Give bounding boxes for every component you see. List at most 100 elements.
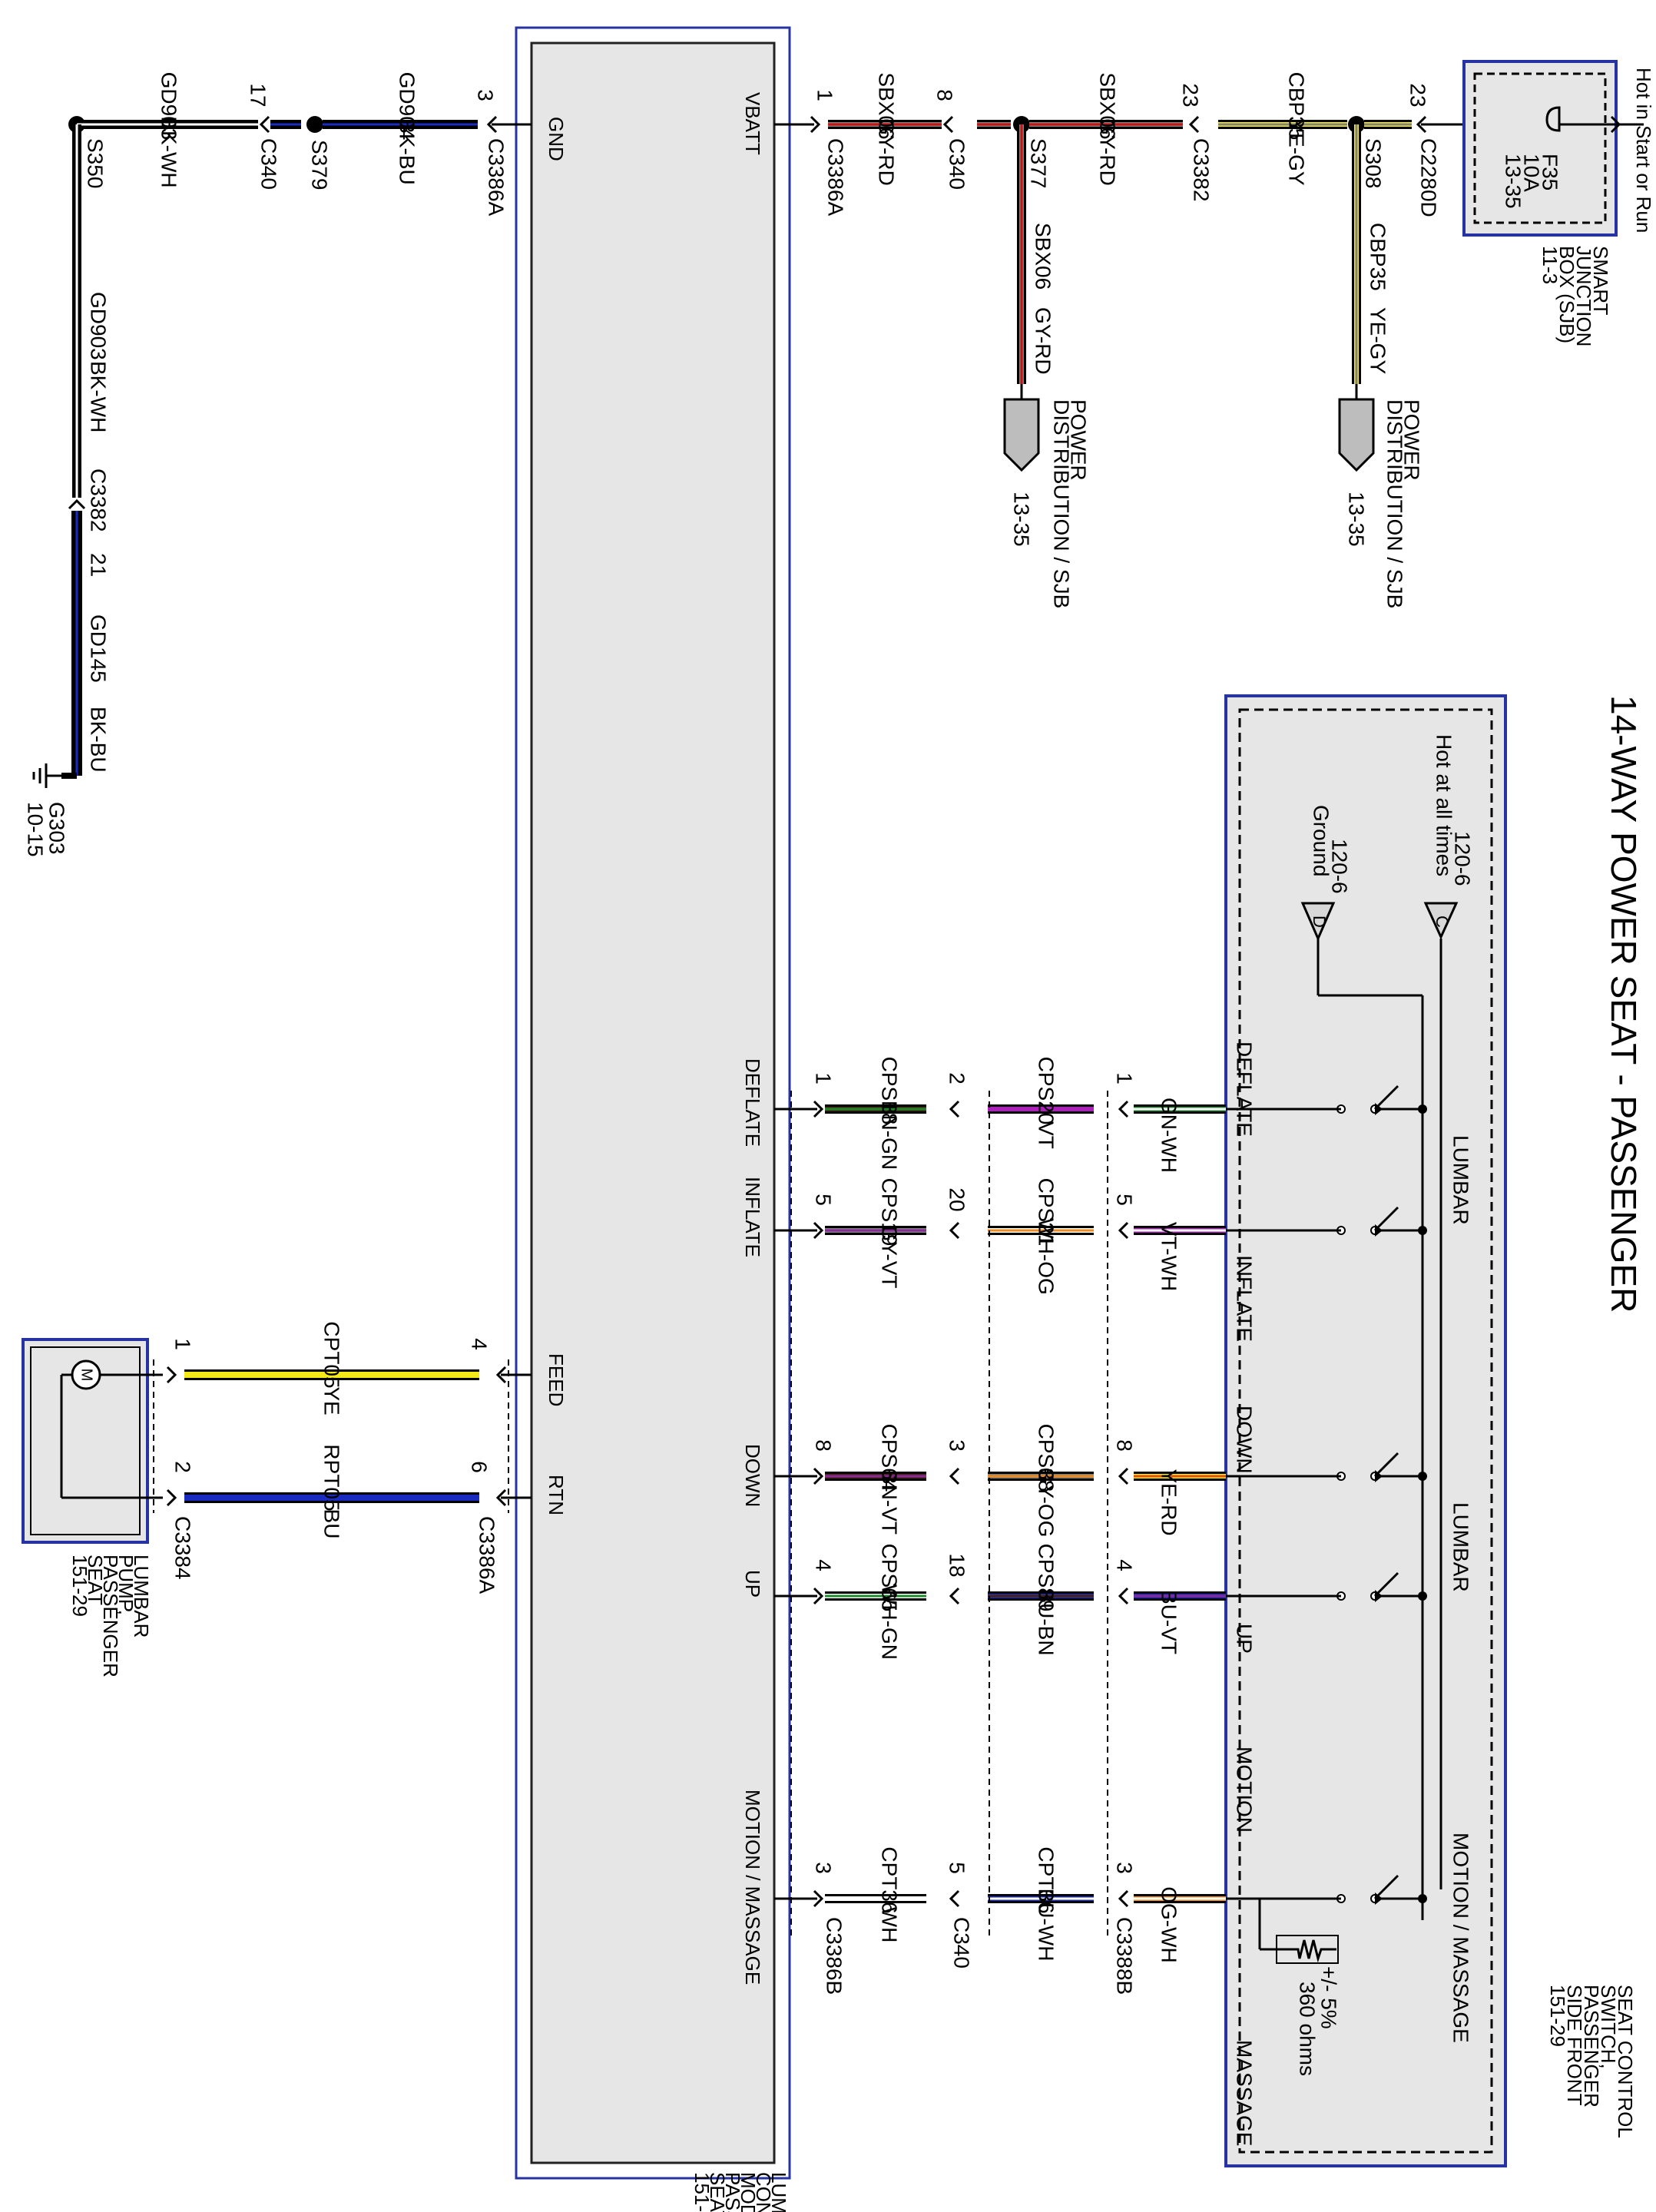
pump-label-line: SEAT [84,1555,107,1605]
label-drop1-ref: 13-35 [1010,492,1034,547]
pin-c3386a-3 [486,115,498,134]
label-drop2-dest: POWER [1400,399,1424,481]
switch-label-line: PASSENGER [1580,1985,1603,2108]
switch-contact-inflate [1226,1206,1427,1237]
label-bk-wh: BK-WH [157,116,181,187]
label-pin-c: 1 [1113,1072,1137,1084]
label-color-3: YE-RD [1158,1469,1181,1535]
label-gy-rd-b: GY-RD [1096,118,1120,186]
label-pump-color: YE [320,1386,344,1415]
power-distribution-arrow-icon [1338,398,1375,472]
pump-label-line: 151-29 [68,1555,91,1617]
label-gd903-v: GD903 [87,292,111,360]
pin-lcm-down [813,1467,824,1485]
label-color-1: WH-GN [878,1584,902,1660]
label-circuit-1: CPT36 [878,1846,902,1913]
lcm-pin-vbatt: VBATT [741,92,764,155]
label-sw-lumbar-2: LUMBAR [1449,1502,1473,1592]
page-title: 14-WAY POWER SEAT - PASSENGER [1604,695,1644,1313]
pin-c340-motion [949,1889,960,1908]
sjb-box-inner [1473,72,1607,224]
label-pin-23: 23 [1179,83,1203,107]
wire-sbx06-drop [1017,124,1026,384]
label-pump-color: BU [320,1509,344,1539]
label-res-tol: +/- 5% [1317,1966,1341,2029]
lcm-pin-deflate: DEFLATE [741,1058,764,1147]
wire-deflate-a [825,1104,926,1114]
seat-switch-inner [1238,708,1493,2154]
lcm-pin-gnd: GND [545,117,568,161]
label-gnd-ref: 120-6 [1328,839,1352,894]
wire-sbx06-short [977,120,1011,129]
label-circuit-2: CPS20 [1035,1057,1058,1125]
label-color-1: BN-GN [878,1101,902,1170]
label-c3388b: C3388B [1113,1917,1137,1995]
label-sbx06-b: SBX06 [1096,72,1120,139]
ground-symbol-icon [32,763,61,788]
label-c3386a-vbatt: C3386A [824,138,848,217]
wire-down-a [825,1472,926,1481]
label-circuit-2: CPS89 [1035,1544,1058,1612]
label-hot-all-times: Hot at all times [1432,734,1456,876]
wire-inflate-b [988,1226,1094,1235]
label-sbx06-a: SBX06 [875,72,899,139]
lcm-label-line: PASSENGER [721,2172,744,2212]
label-drop2-ref: 13-35 [1345,492,1369,547]
label-sw-lumbar-1: LUMBAR [1449,1135,1473,1225]
label-drop1-dest: POWER [1067,399,1091,481]
label-ye-gy: YE-GY [1285,118,1309,185]
switch-label-line: 151-29 [1546,1985,1569,2047]
wire-sbx06-a [828,120,942,129]
label-c2280d: C2280D [1417,138,1441,217]
label-g303-ref: 10-15 [24,802,48,857]
label-pin-8: 8 [933,89,957,101]
label-pump-pin-l: 1 [171,1338,195,1350]
wire-short [270,120,301,129]
pump-label-line: LUMBAR [130,1555,153,1637]
label-color-3: VT-WH [1158,1222,1181,1291]
label-10a: 10A [1520,154,1544,192]
pin-lcm-pump-1 [495,1488,507,1507]
switch-label-line: SEAT CONTROL [1614,1985,1637,2138]
pin-c3386a-1 [810,115,821,134]
wire-deflate-b [988,1104,1094,1114]
pin-switch-down [1118,1467,1129,1485]
sjb-label-line: 11-3 [1538,246,1562,284]
sjb-label-line: SMART [1589,246,1612,316]
wire-down-b [988,1472,1094,1481]
pin-lcm-motion [813,1889,824,1908]
pin-sjb [1610,115,1621,134]
lcm-pin-inflate: INFLATE [741,1177,764,1257]
switch-label-line: SWITCH, [1597,1985,1620,2069]
label-s350: S350 [84,138,108,188]
switch-contact-motion [1226,1874,1427,1905]
label-bk-bu: BK-BU [396,119,419,185]
label-pin-a: 1 [812,1072,836,1084]
label-circuit-1: CPS65 [878,1544,902,1612]
label-bk-wh-v: BK-WH [87,361,111,432]
label-f35: F35 [1538,154,1562,190]
wire-up-c [1134,1591,1226,1601]
switch-label-line: SIDE FRONT [1563,1985,1586,2106]
label-color-2: BU-BN [1035,1588,1058,1655]
label-pin-3: 3 [474,89,498,101]
label-color-2: GY-OG [1035,1468,1058,1538]
label-pin-21: 21 [87,553,111,577]
wire-sbx06-b [1029,120,1183,129]
label-gd904: GD904 [396,72,419,141]
ground-connector-d-icon: D [1300,902,1336,942]
switch-contact-deflate [1226,1084,1427,1115]
label-hot-ref: 120-6 [1451,831,1475,886]
pin-c340-up [949,1587,960,1605]
label-pin-c: 5 [1113,1194,1137,1206]
wire-down-c [1134,1472,1226,1481]
label-c3386a-gnd: C3386A [485,138,508,217]
label-hot-start-run: Hot in Start or Run [1632,68,1655,233]
label-color-3: OG-WH [1158,1886,1181,1963]
label-d-flag: D [1310,916,1329,928]
label-sw-inflate: INFLATE [1233,1255,1257,1342]
motor-icon: M [71,1359,101,1390]
lcm-label-line: 151-29 [691,2172,714,2212]
label-c3382-top: C3382 [1190,138,1214,202]
